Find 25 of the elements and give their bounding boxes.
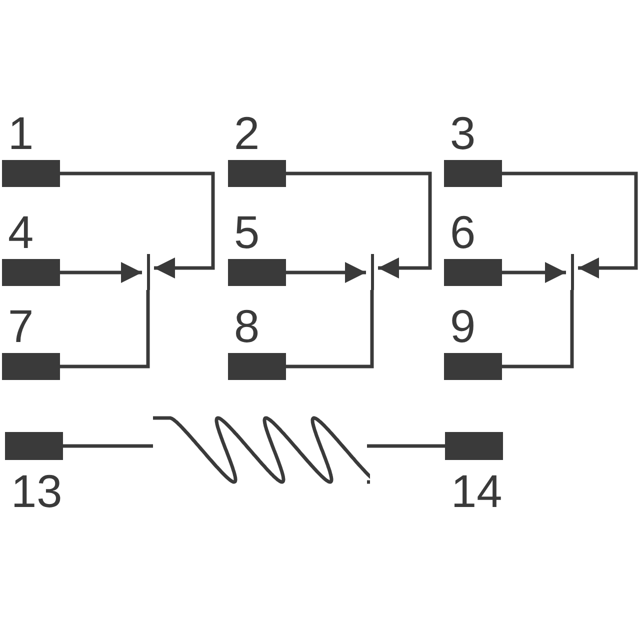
contact-blade bbox=[370, 254, 374, 290]
pin-number: 7 bbox=[8, 303, 34, 349]
wire bbox=[286, 290, 374, 368]
arrow bbox=[286, 172, 432, 278]
pin-number: 3 bbox=[450, 110, 476, 156]
arrow bbox=[502, 262, 566, 283]
pin-number: 8 bbox=[234, 303, 260, 349]
arrow bbox=[502, 172, 638, 278]
pin-number: 4 bbox=[8, 209, 34, 255]
pin-number: 5 bbox=[234, 209, 260, 255]
pin-number: 1 bbox=[8, 110, 34, 156]
arrow bbox=[286, 262, 366, 283]
contact-blade bbox=[146, 254, 150, 290]
pin-number: 13 bbox=[11, 468, 62, 514]
pin-number: 6 bbox=[450, 209, 476, 255]
wire bbox=[367, 444, 445, 448]
pin-number: 9 bbox=[450, 303, 476, 349]
wire bbox=[502, 290, 574, 368]
contact-blade bbox=[570, 254, 574, 290]
pin-number: 2 bbox=[234, 110, 260, 156]
arrow bbox=[60, 172, 215, 278]
wire bbox=[60, 290, 150, 368]
wire bbox=[63, 444, 153, 448]
pin-number: 14 bbox=[451, 468, 502, 514]
arrow bbox=[60, 262, 142, 283]
